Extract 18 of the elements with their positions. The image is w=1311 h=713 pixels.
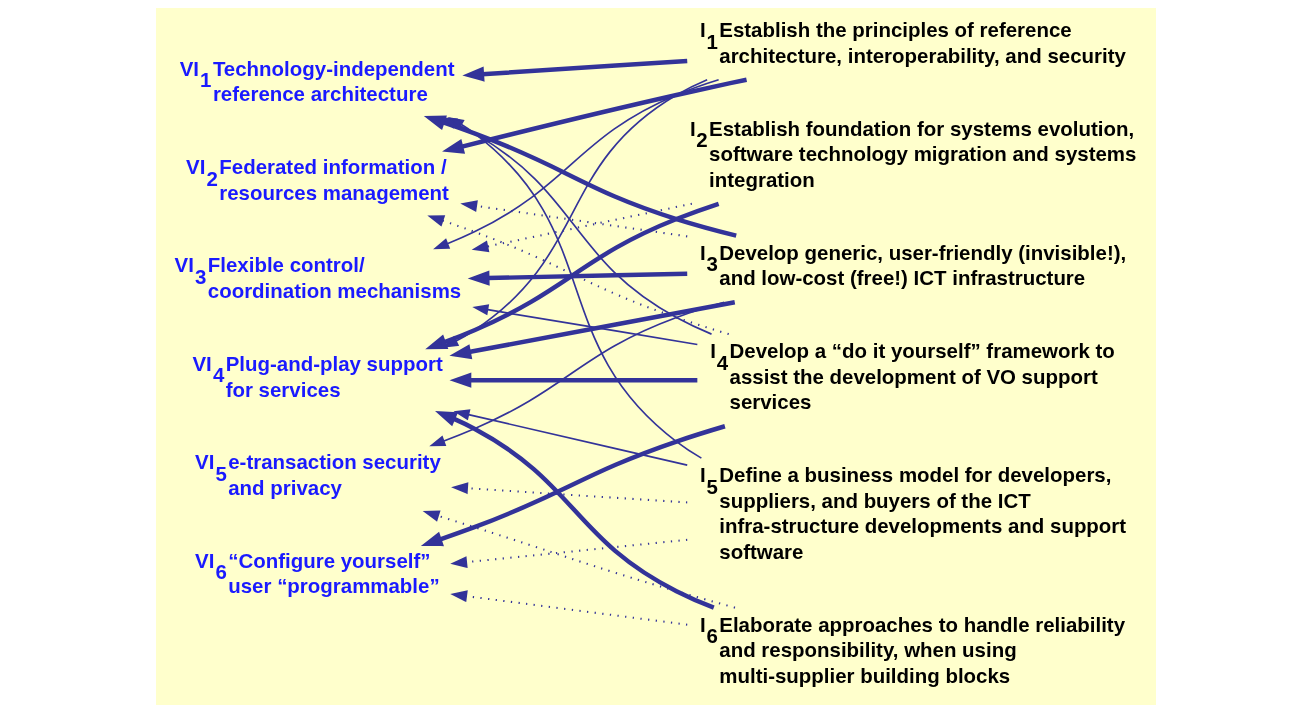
arrow (420, 424, 726, 547)
arrow (449, 372, 697, 388)
arrow (467, 270, 687, 286)
arrow (428, 301, 725, 447)
arrow (434, 410, 715, 610)
arrow (432, 78, 719, 250)
arrow (448, 300, 735, 360)
arrow (447, 116, 702, 459)
arrow (426, 215, 729, 336)
arrow (449, 590, 687, 626)
arrow (471, 202, 692, 253)
arrow (459, 200, 687, 238)
arrow (422, 510, 735, 609)
arrow (452, 409, 688, 466)
arrow (461, 58, 687, 82)
arrow (450, 482, 687, 504)
arrow (449, 538, 687, 568)
arrow (471, 304, 698, 346)
